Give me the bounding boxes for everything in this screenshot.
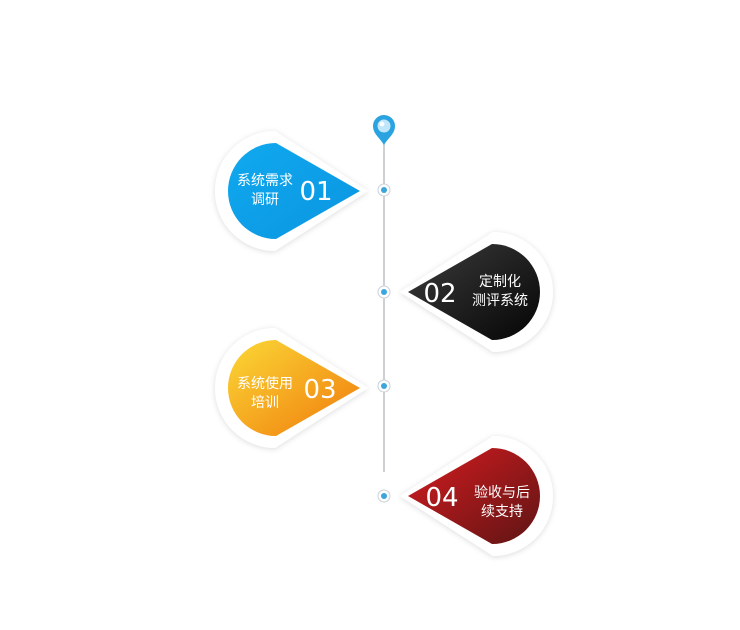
timeline-node-01 <box>377 183 391 197</box>
timeline-node-02 <box>377 285 391 299</box>
step-01-drop <box>215 131 368 251</box>
timeline-node-03 <box>377 379 391 393</box>
step-03-drop <box>215 328 368 448</box>
step-03-label-line1: 系统使用 <box>237 376 293 392</box>
timeline-node-04 <box>377 489 391 503</box>
step-02-drop <box>400 232 553 352</box>
step-04-number: 04 <box>425 483 458 513</box>
location-pin-icon <box>373 115 395 145</box>
step-01-label-line2: 调研 <box>251 192 279 208</box>
step-01-label: 系统需求 调研 <box>229 172 301 210</box>
step-01-number: 01 <box>299 177 332 207</box>
step-02-label-line2: 测评系统 <box>472 293 528 309</box>
step-04-drop <box>400 436 553 556</box>
step-04-label: 验收与后 续支持 <box>466 484 538 522</box>
step-04-label-line2: 续支持 <box>481 504 523 520</box>
step-03-label: 系统使用 培训 <box>229 375 301 413</box>
step-03-number: 03 <box>303 375 336 405</box>
step-04-label-line1: 验收与后 <box>474 485 530 501</box>
step-02-label-line1: 定制化 <box>479 274 521 290</box>
step-02-number: 02 <box>423 279 456 309</box>
step-01-label-line1: 系统需求 <box>237 173 293 189</box>
step-02-label: 定制化 测评系统 <box>464 273 536 311</box>
step-03-label-line2: 培训 <box>251 395 279 411</box>
